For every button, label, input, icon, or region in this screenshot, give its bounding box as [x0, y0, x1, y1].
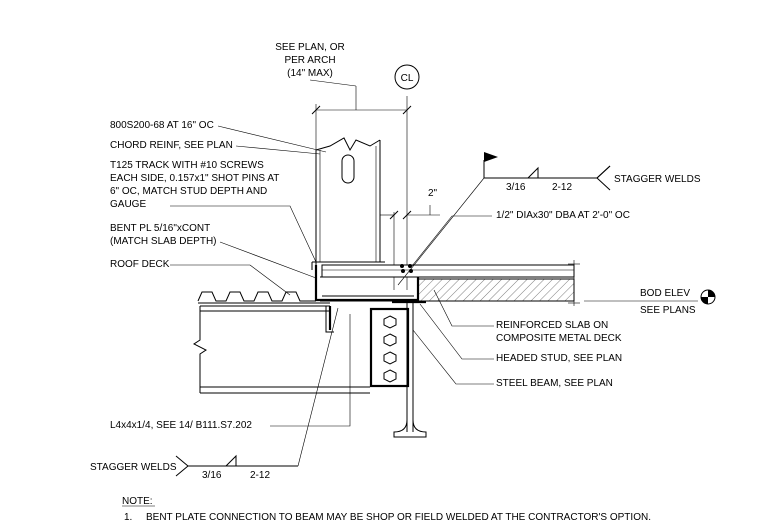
note-title: NOTE: — [122, 496, 153, 507]
weld-size-bottom: 3/16 — [202, 470, 222, 481]
headed-stud-label: HEADED STUD, SEE PLAN — [496, 353, 622, 364]
note-1-number: 1. — [124, 512, 132, 523]
two-inch-label: 2" — [428, 188, 438, 199]
stagger-welds-bottom: STAGGER WELDS — [90, 462, 177, 473]
track-line-1: T125 TRACK WITH #10 SCREWS — [110, 160, 264, 171]
bent-plate-line-2: (MATCH SLAB DEPTH) — [110, 236, 217, 247]
roof-deck — [197, 291, 330, 304]
see-plan-line-1: SEE PLAN, OR — [275, 42, 344, 53]
angle-label: L4x4x1/4, SEE 14/ B111.S7.202 — [110, 420, 252, 431]
track-line-2: EACH SIDE, 0.157x1" SHOT PINS AT — [110, 173, 279, 184]
chord-label: CHORD REINF, SEE PLAN — [110, 140, 233, 151]
bod-see-plans-label: SEE PLANS — [640, 305, 696, 316]
angle-clip — [325, 306, 334, 333]
weld-length-bottom: 2-12 — [250, 470, 270, 481]
weld-symbol-bottom: STAGGER WELDS 3/16 2-12 — [90, 307, 339, 481]
centerline-marker: CL — [394, 64, 420, 90]
stud-framing — [311, 137, 385, 270]
concrete-slab — [320, 260, 580, 306]
bent-plate — [314, 265, 420, 302]
slab-line-1: REINFORCED SLAB ON — [496, 320, 608, 331]
note-1-text: BENT PLATE CONNECTION TO BEAM MAY BE SHO… — [146, 512, 651, 523]
stud-label: 800S200-68 AT 16" OC — [110, 120, 214, 131]
stud-width-dimension — [311, 86, 412, 290]
stud-punchout — [341, 154, 355, 184]
notes: NOTE: 1. BENT PLATE CONNECTION TO BEAM M… — [122, 496, 651, 523]
see-plan-line-2: PER ARCH — [284, 55, 335, 66]
bent-plate-line-1: BENT PL 5/16"xCONT — [110, 223, 210, 234]
shear-tab — [369, 307, 410, 388]
steel-beam-section — [369, 300, 427, 438]
slab-line-2: COMPOSITE METAL DECK — [496, 333, 622, 344]
steel-beam-label: STEEL BEAM, SEE PLAN — [496, 378, 613, 389]
roof-deck-label: ROOF DECK — [110, 259, 170, 270]
stagger-welds-top: STAGGER WELDS — [614, 174, 701, 185]
see-plan-line-3: (14" MAX) — [287, 68, 333, 79]
left-beam — [193, 305, 370, 394]
bod-elev-label: BOD ELEV — [640, 288, 690, 299]
track-line-3: 6" OC, MATCH STUD DEPTH AND — [110, 186, 267, 197]
weld-size-top: 3/16 — [506, 182, 526, 193]
weld-length-top: 2-12 — [552, 182, 572, 193]
bod-elevation-marker: BOD ELEV SEE PLANS — [584, 288, 716, 316]
weld-symbol-top: 3/16 2-12 STAGGER WELDS — [397, 152, 701, 286]
centerline-label: CL — [401, 73, 414, 84]
track-line-4: GAUGE — [110, 199, 146, 210]
dba-label: 1/2" DIAx30" DBA AT 2'-0" OC — [496, 210, 630, 221]
bolt-group — [383, 315, 397, 383]
